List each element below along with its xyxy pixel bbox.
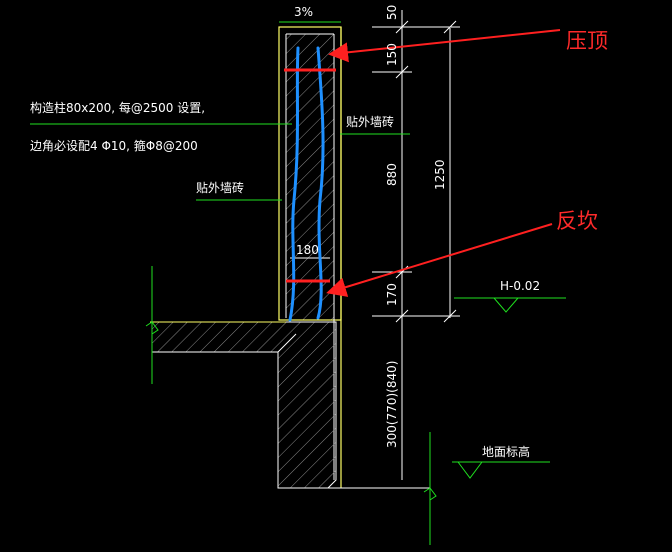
- break-symbol-right: [423, 487, 437, 501]
- tick-1: [395, 20, 409, 34]
- dim-total-label: 1250: [433, 159, 447, 190]
- coping-arrow: [328, 29, 561, 63]
- rebar-right: [316, 46, 325, 320]
- dimensions: [290, 10, 460, 480]
- dim-below-label: 300(770)(840): [385, 361, 399, 448]
- tick-4: [395, 309, 409, 323]
- wall-thickness-label: 180: [296, 243, 319, 257]
- level-triangle: [493, 297, 519, 313]
- ground-level-label: 地面标高: [482, 444, 530, 459]
- curb-annotation: 反坎: [556, 209, 598, 233]
- coping-annotation: 压顶: [566, 29, 608, 53]
- column-note: 构造柱80x200, 每@2500 设置,: [30, 100, 205, 115]
- tick-6: [443, 309, 457, 323]
- slab-section: [151, 321, 337, 489]
- curb-arrow: [326, 223, 553, 297]
- ground-triangle: [457, 461, 483, 479]
- red-markers: [284, 29, 561, 297]
- slope-label: 3%: [294, 5, 313, 19]
- dim-170-label: 170: [385, 283, 399, 306]
- tile-label-left: 贴外墙砖: [196, 180, 244, 195]
- slab-and-wall: [145, 266, 437, 545]
- leaders: [30, 123, 566, 479]
- tick-2: [395, 65, 409, 79]
- level-label: H-0.02: [500, 279, 540, 293]
- slab-haunch: [277, 333, 297, 353]
- tick-5: [443, 20, 457, 34]
- dim-150-label: 150: [385, 43, 399, 66]
- dim-top-label: 50: [385, 5, 399, 20]
- dim-880-label: 880: [385, 163, 399, 186]
- column-note-2: 边角必设配4 Φ10, 箍Φ8@200: [30, 138, 198, 153]
- tile-label-right: 贴外墙砖: [346, 114, 394, 129]
- spacer: [336, 488, 430, 505]
- break-symbol-left: [145, 321, 159, 335]
